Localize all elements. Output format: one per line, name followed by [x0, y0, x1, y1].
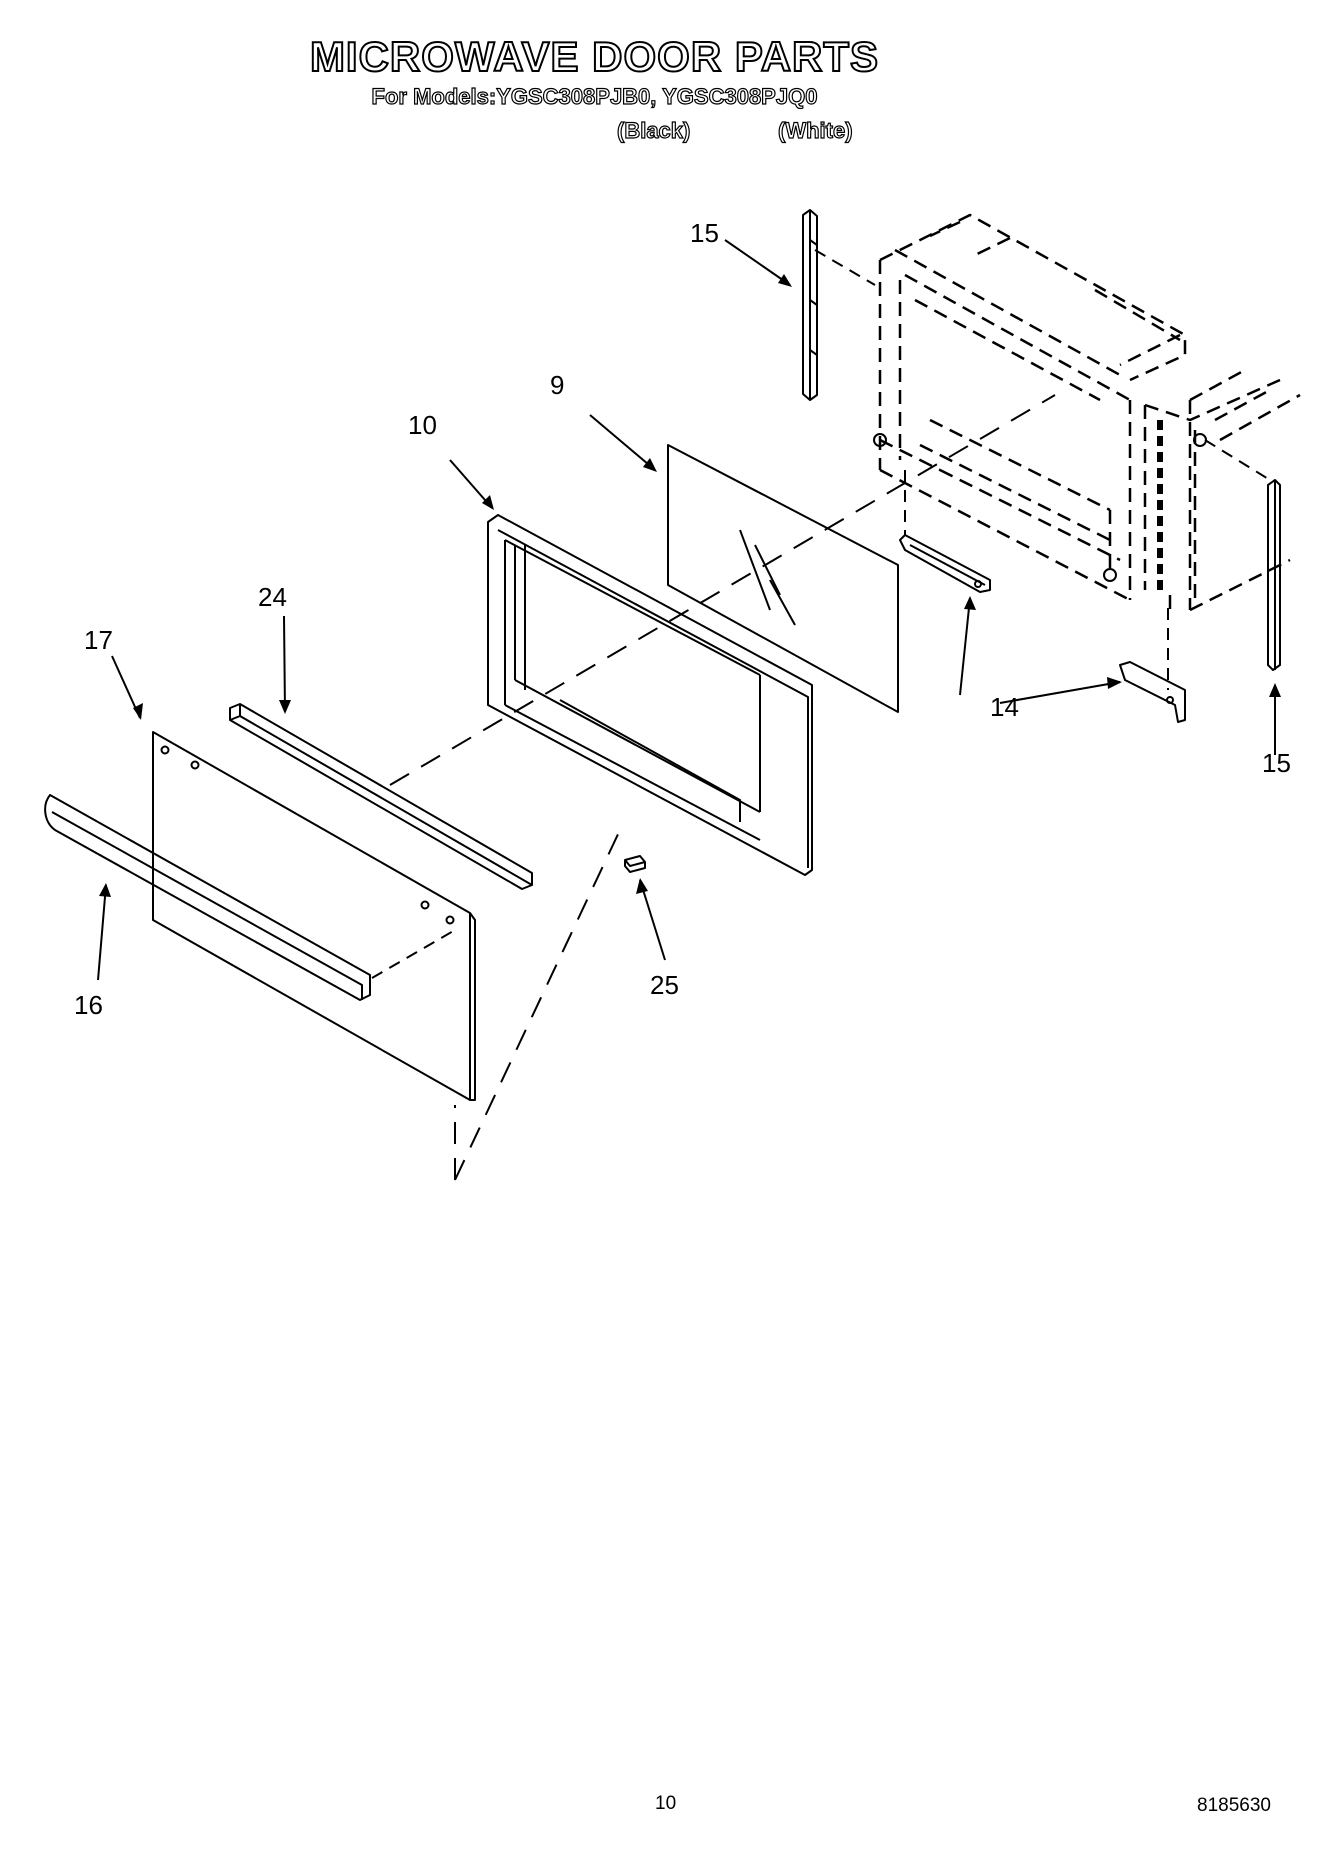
callout-25: 25 [650, 970, 679, 1000]
callout-15-top: 15 [690, 218, 719, 248]
callout-arrowheads [99, 274, 1281, 897]
part-9-glass-window [667, 444, 899, 713]
callout-15-right: 15 [1262, 748, 1291, 778]
document-number: 8185630 [1197, 1795, 1271, 1816]
callout-16: 16 [74, 990, 103, 1020]
part-24-trim-strip [229, 703, 533, 890]
part-14-bracket-lower [1119, 661, 1186, 723]
callout-24: 24 [258, 582, 287, 612]
variant-white-label: (White) [777, 117, 853, 143]
callout-17: 17 [84, 625, 113, 655]
part-14-bracket-upper [899, 534, 991, 593]
part-17-outer-panel [152, 731, 476, 1101]
callout-14: 14 [990, 692, 1019, 722]
callout-10: 10 [408, 410, 437, 440]
part-10-door-frame [487, 514, 813, 876]
part-15-seal-right [1204, 439, 1281, 671]
microwave-housing [878, 213, 1301, 612]
diagram-title: MICROWAVE DOOR PARTS [309, 33, 880, 80]
housing-hinge-dot [873, 433, 887, 447]
models-line: For Models:YGSC308PJB0, YGSC308PJQ0 [371, 83, 818, 109]
page-number: 10 [655, 1793, 677, 1814]
variant-black-label: (Black) [616, 117, 691, 143]
callout-9: 9 [550, 370, 565, 400]
part-15-seal-top [802, 209, 876, 401]
housing-hinge-dot [1103, 568, 1117, 582]
assembly-guide-lines [389, 394, 1056, 1181]
part-25-clip [624, 855, 646, 873]
part-16-handle [44, 794, 456, 1001]
